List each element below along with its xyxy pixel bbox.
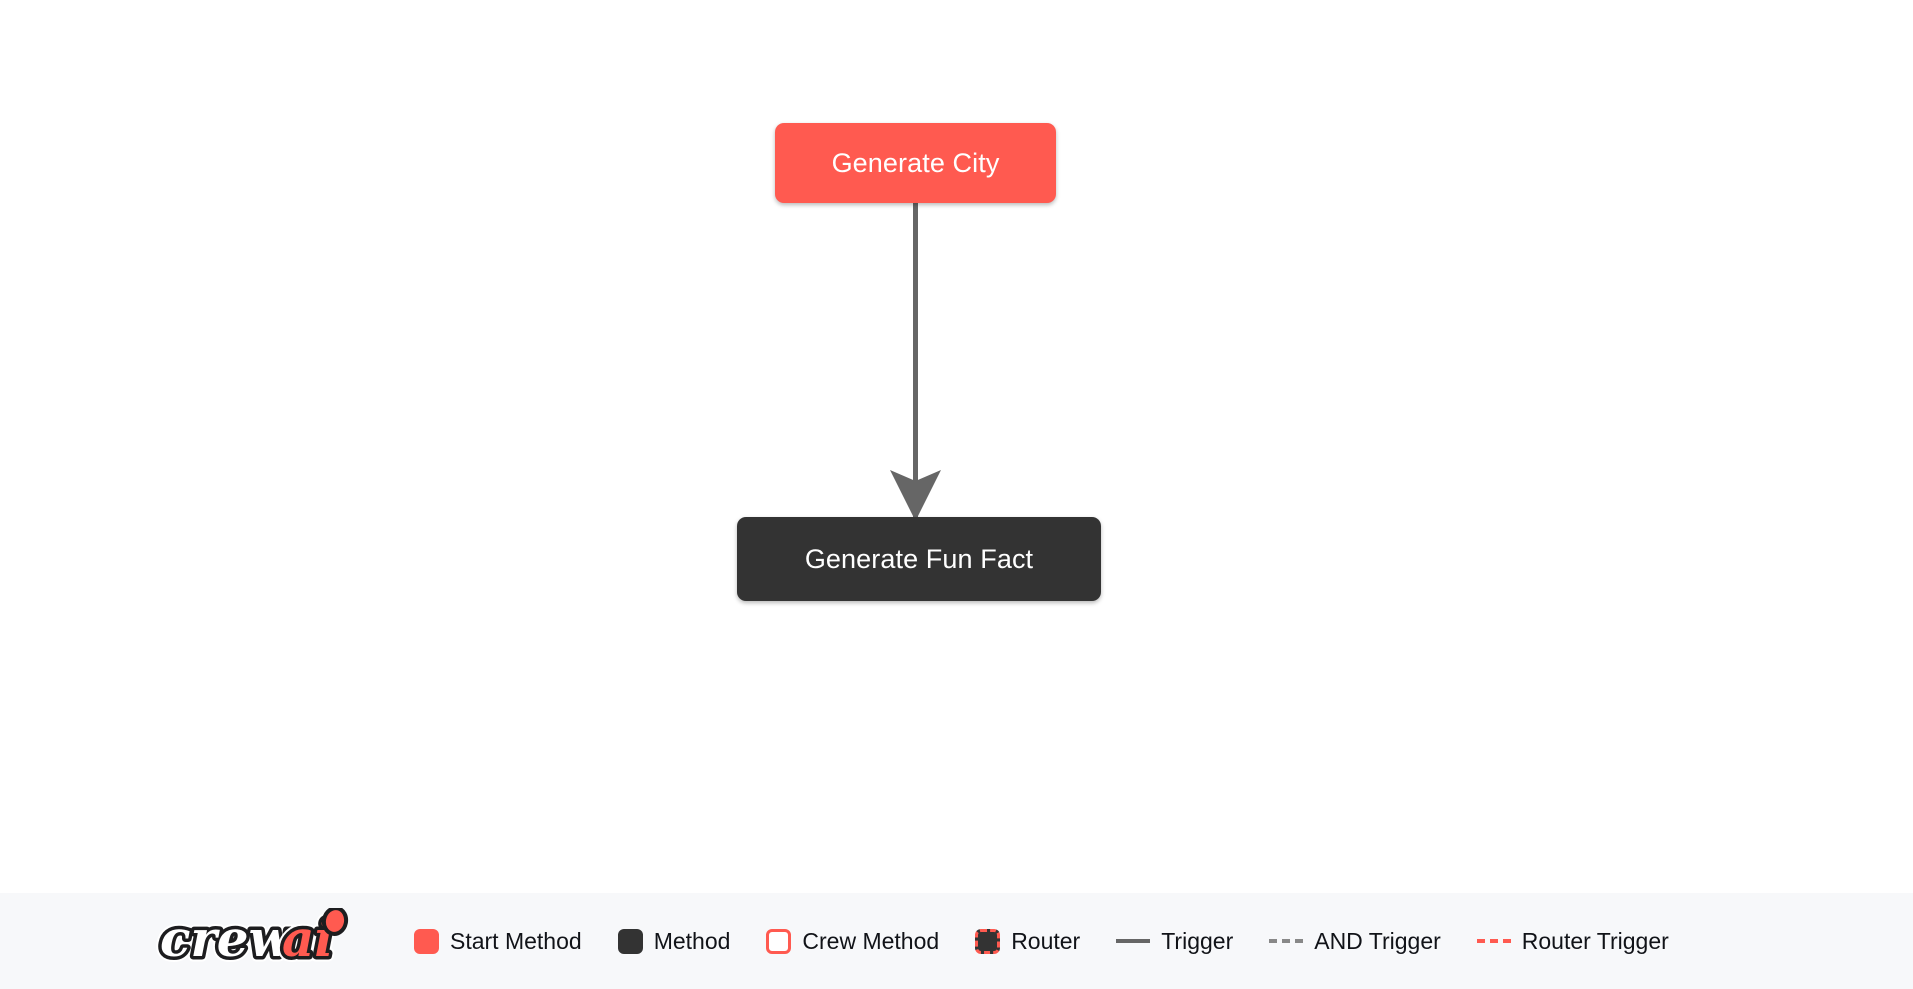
router-trigger-line-icon [1476,939,1511,943]
legend-items: Start Method Method Crew Method Router T… [414,927,1913,954]
legend-item-start-method[interactable]: Start Method [414,927,582,954]
arrowhead-icon [890,470,941,521]
legend-bar: crew crew crew ai ai ai Start Method [0,893,1913,989]
crewai-logo-crew-outline: crew [160,909,294,968]
legend-item-method[interactable]: Method [617,927,731,954]
legend-item-start-method-label: Start Method [450,927,582,954]
node-generate-fun-fact-label: Generate Fun Fact [804,543,1034,574]
legend-item-router-trigger-label: Router Trigger [1521,927,1669,954]
legend-item-and-trigger[interactable]: AND Trigger [1269,927,1441,954]
legend-item-router-trigger[interactable]: Router Trigger [1476,927,1669,954]
legend-item-router-label: Router [1011,927,1081,954]
node-generate-city-label: Generate City [831,147,1000,178]
method-swatch-icon [617,928,643,954]
trigger-line-icon [1116,939,1151,943]
crewai-logo-icon: crew crew crew ai ai ai [156,908,349,974]
legend-item-trigger-label: Trigger [1161,927,1234,954]
start-method-swatch-icon [414,928,439,954]
crew-method-swatch-icon [766,928,792,954]
router-swatch-icon [975,928,1001,954]
and-trigger-line-icon [1269,939,1304,943]
legend-item-router[interactable]: Router [975,927,1081,954]
legend-item-crew-method[interactable]: Crew Method [766,927,940,954]
crewai-logo-crew-halo: crew [160,909,294,968]
legend-item-trigger[interactable]: Trigger [1116,927,1234,954]
crewai-logo-ai-outline: ai [282,909,333,968]
node-generate-fun-fact[interactable]: Generate Fun Fact [737,517,1101,601]
crewai-logo[interactable]: crew crew crew ai ai ai [156,908,368,974]
flow-canvas[interactable]: Generate City Generate Fun Fact [0,0,1913,893]
legend-item-crew-method-label: Crew Method [802,927,940,954]
crewai-logo-dot-icon [321,908,349,936]
legend-item-method-label: Method [653,927,731,954]
crewai-logo-crew-text: crew [160,909,294,968]
node-generate-city[interactable]: Generate City [775,123,1056,203]
legend-item-and-trigger-label: AND Trigger [1314,927,1441,954]
edge-generate-city-to-generate-fun-fact [890,203,941,521]
